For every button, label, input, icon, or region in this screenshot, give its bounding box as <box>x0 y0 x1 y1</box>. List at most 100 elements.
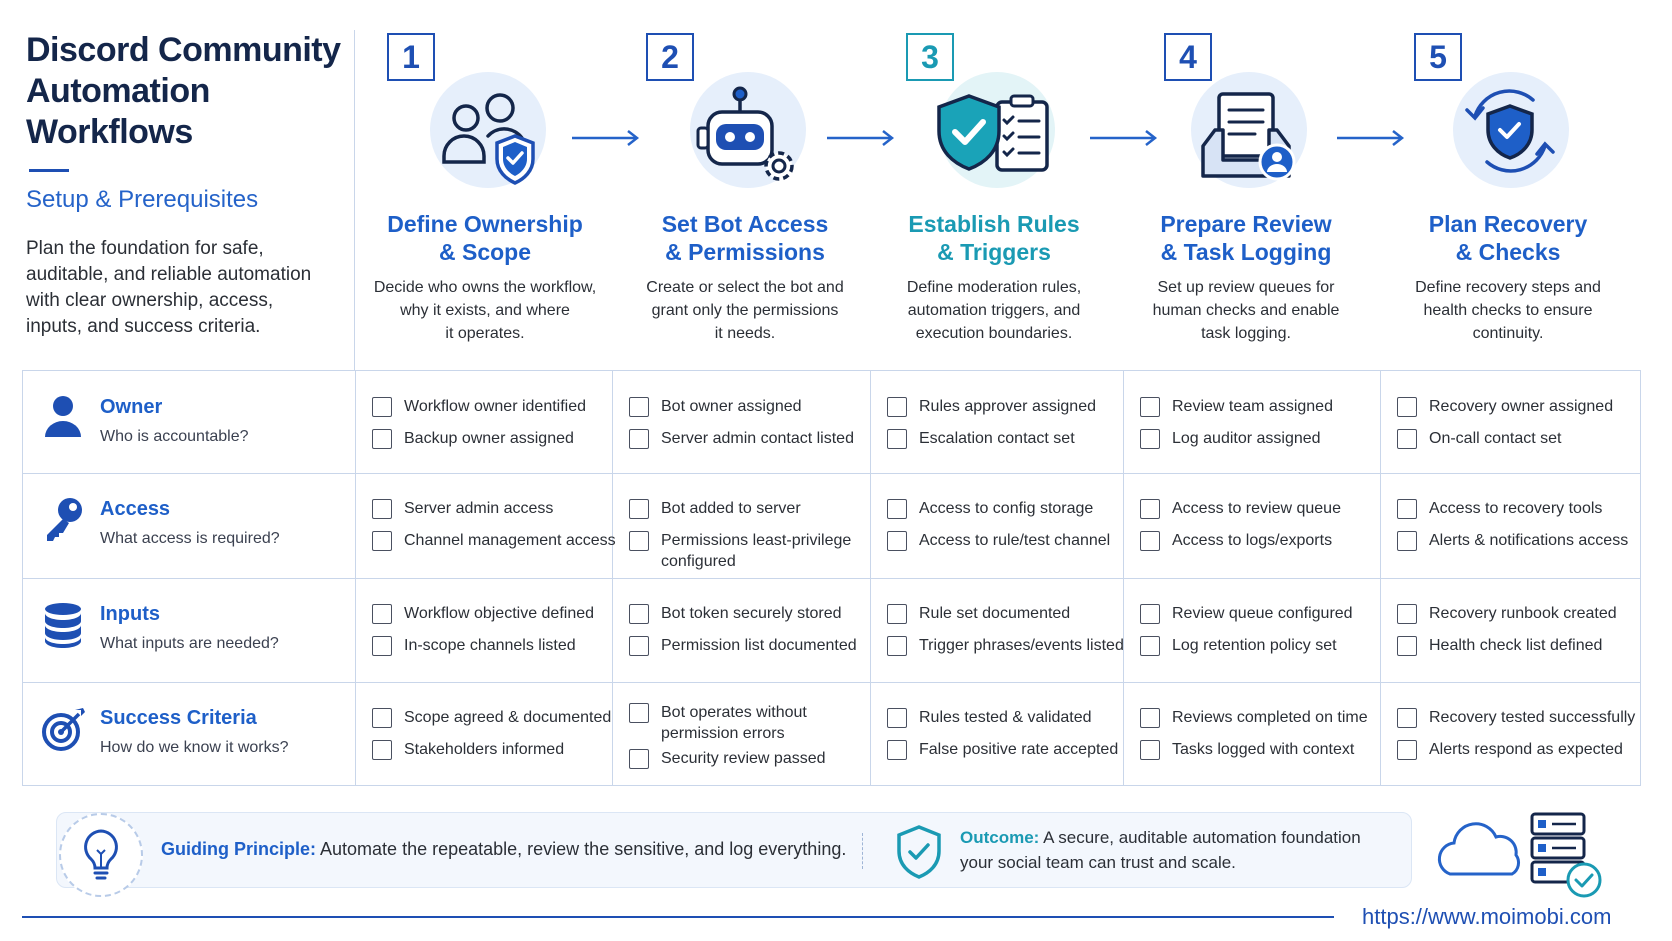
checkbox[interactable] <box>1140 636 1160 656</box>
checklist-item[interactable]: Log auditor assigned <box>1140 428 1387 449</box>
checkbox[interactable] <box>629 703 649 723</box>
checkbox[interactable] <box>1140 499 1160 519</box>
checkbox[interactable] <box>887 604 907 624</box>
checkbox[interactable] <box>629 636 649 656</box>
checkbox[interactable] <box>1397 429 1417 449</box>
checklist-item[interactable]: Review team assigned <box>1140 396 1387 417</box>
checklist-item[interactable]: Bot added to server <box>629 498 876 519</box>
checkbox[interactable] <box>887 499 907 519</box>
checklist-item[interactable]: Alerts respond as expected <box>1397 739 1644 760</box>
checkbox[interactable] <box>372 708 392 728</box>
shield-check-icon <box>897 825 941 879</box>
cloud-server-check-icon <box>1437 812 1602 898</box>
checkbox[interactable] <box>629 604 649 624</box>
checkbox[interactable] <box>887 397 907 417</box>
checklist-item-label: Log auditor assigned <box>1172 430 1321 447</box>
checkbox[interactable] <box>372 740 392 760</box>
checklist-item[interactable]: Rule set documented <box>887 603 1134 624</box>
step-number: 1 <box>387 33 435 81</box>
checklist-item[interactable]: Channel management access <box>372 530 619 551</box>
checkbox[interactable] <box>372 397 392 417</box>
checkbox[interactable] <box>372 531 392 551</box>
checklist-item[interactable]: Access to recovery tools <box>1397 498 1644 519</box>
checklist-item[interactable]: Permission list documented <box>629 635 876 656</box>
checklist-item-label: Bot owner assigned <box>661 398 802 415</box>
checkbox[interactable] <box>629 397 649 417</box>
checklist-item[interactable]: Workflow objective defined <box>372 603 619 624</box>
checkbox[interactable] <box>372 636 392 656</box>
checkbox[interactable] <box>1397 740 1417 760</box>
checkbox[interactable] <box>1140 531 1160 551</box>
checkbox[interactable] <box>1397 636 1417 656</box>
checkbox[interactable] <box>887 636 907 656</box>
checklist-item[interactable]: Server admin contact listed <box>629 428 876 449</box>
checklist-item[interactable]: Bot token securely stored <box>629 603 876 624</box>
checklist-item-label: Channel management access <box>404 532 616 549</box>
checklist-item[interactable]: Log retention policy set <box>1140 635 1387 656</box>
checklist-item[interactable]: Bot operates without permission errors <box>629 702 876 744</box>
checklist-item[interactable]: Trigger phrases/events listed <box>887 635 1134 656</box>
checkbox[interactable] <box>629 499 649 519</box>
checklist-item[interactable]: Workflow owner identified <box>372 396 619 417</box>
checklist-item[interactable]: Escalation contact set <box>887 428 1134 449</box>
checklist-item[interactable]: Access to logs/exports <box>1140 530 1387 551</box>
checklist-item-label: Permission list documented <box>661 637 857 654</box>
checklist-item[interactable]: Review queue configured <box>1140 603 1387 624</box>
checkbox[interactable] <box>1140 429 1160 449</box>
checkbox[interactable] <box>372 604 392 624</box>
checklist-item[interactable]: Alerts & notifications access <box>1397 530 1644 551</box>
checkbox[interactable] <box>1397 397 1417 417</box>
checklist-item[interactable]: Backup owner assigned <box>372 428 619 449</box>
checklist-item[interactable]: In-scope channels listed <box>372 635 619 656</box>
checklist-item[interactable]: False positive rate accepted <box>887 739 1134 760</box>
checkbox[interactable] <box>1397 531 1417 551</box>
checklist-item[interactable]: Security review passed <box>629 748 876 769</box>
checklist-item[interactable]: Recovery owner assigned <box>1397 396 1644 417</box>
checklist-item[interactable]: Access to config storage <box>887 498 1134 519</box>
checklist-item-label: Rules tested & validated <box>919 709 1092 726</box>
checklist-item[interactable]: Rules approver assigned <box>887 396 1134 417</box>
checkbox[interactable] <box>887 708 907 728</box>
checklist-item[interactable]: Bot owner assigned <box>629 396 876 417</box>
checklist-item[interactable]: Permissions least-privilege configured <box>629 530 876 572</box>
checkbox[interactable] <box>887 429 907 449</box>
checklist-item[interactable]: Reviews completed on time <box>1140 707 1387 728</box>
checkbox[interactable] <box>887 531 907 551</box>
checkbox[interactable] <box>1140 740 1160 760</box>
checklist-item[interactable]: Access to rule/test channel <box>887 530 1134 551</box>
checklist-item-label: Bot added to server <box>661 500 801 517</box>
checklist-item[interactable]: Tasks logged with context <box>1140 739 1387 760</box>
checkbox[interactable] <box>1140 708 1160 728</box>
checklist-item-label: Log retention policy set <box>1172 637 1337 654</box>
checklist-item-label: Rules approver assigned <box>919 398 1096 415</box>
checkbox[interactable] <box>1140 604 1160 624</box>
checklist-item[interactable]: Scope agreed & documented <box>372 707 619 728</box>
checkbox[interactable] <box>887 740 907 760</box>
checklist-item[interactable]: On-call contact set <box>1397 428 1644 449</box>
checklist-item[interactable]: Server admin access <box>372 498 619 519</box>
checkbox[interactable] <box>1397 604 1417 624</box>
checklist-item[interactable]: Access to review queue <box>1140 498 1387 519</box>
checkbox[interactable] <box>629 531 649 551</box>
checklist-item[interactable]: Stakeholders informed <box>372 739 619 760</box>
checkbox[interactable] <box>629 749 649 769</box>
checklist-item[interactable]: Recovery runbook created <box>1397 603 1644 624</box>
checkbox[interactable] <box>1140 397 1160 417</box>
checkbox[interactable] <box>629 429 649 449</box>
checklist-item[interactable]: Recovery tested successfully <box>1397 707 1644 728</box>
checkbox[interactable] <box>1397 708 1417 728</box>
checklist-item[interactable]: Rules tested & validated <box>887 707 1134 728</box>
checkbox[interactable] <box>372 429 392 449</box>
footer-url[interactable]: https://www.moimobi.com <box>1362 904 1612 929</box>
checkbox[interactable] <box>372 499 392 519</box>
checklist-item[interactable]: Health check list defined <box>1397 635 1644 656</box>
checkbox[interactable] <box>1397 499 1417 519</box>
